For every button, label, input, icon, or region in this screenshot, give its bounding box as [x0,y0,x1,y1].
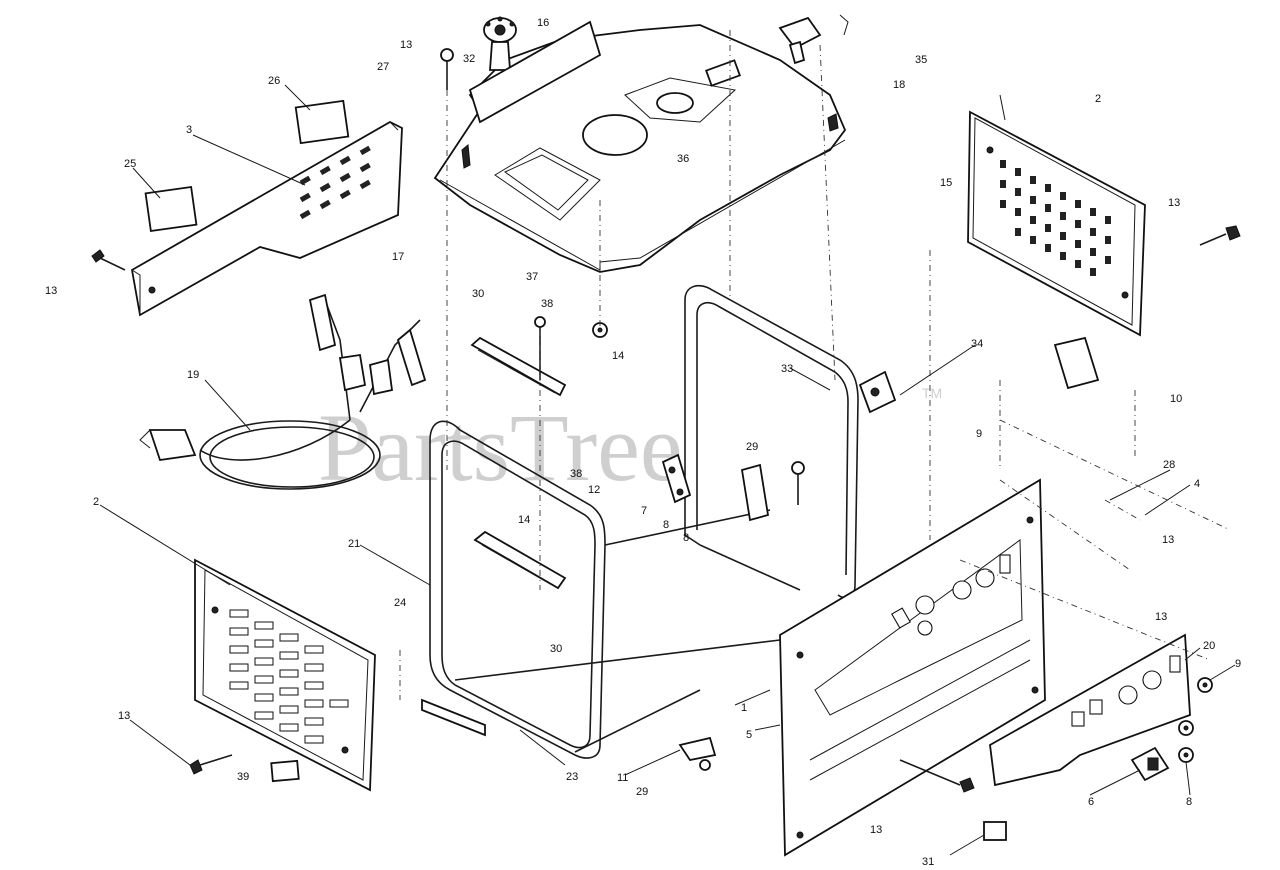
switch-6 [1130,746,1170,782]
terminal-block-7 [661,453,692,504]
watermark-text: PartsTree [318,394,682,501]
decal-31 [983,821,1007,841]
receptacle-10 [1053,336,1100,390]
callout-c6: 6 [1088,796,1094,808]
charging-cable [139,293,427,490]
callout-c28: 28 [1163,459,1175,471]
callout-c9a: 9 [976,428,982,440]
callout-c10: 10 [1170,393,1182,405]
callout-c5: 5 [746,729,752,741]
screw-27 [440,48,454,90]
callout-c16: 16 [537,17,549,29]
front-plate [989,633,1191,787]
callout-c19: 19 [187,369,199,381]
callout-c36: 36 [677,153,689,165]
callout-c37: 37 [526,271,538,283]
side-rail-left [131,120,403,317]
callout-c13b: 13 [45,285,57,297]
frame-left [421,420,781,759]
callout-c20: 20 [1203,640,1215,652]
control-panel [779,478,1046,857]
trademark-mark: TM [922,385,942,401]
alignment-lines [399,30,1231,700]
tank-decal [468,20,602,124]
breaker-33 [858,370,897,414]
callout-c23: 23 [566,771,578,783]
callout-c14b: 14 [518,514,530,526]
callout-c12: 12 [588,484,600,496]
screw-13-right [1199,225,1241,246]
callout-c27: 27 [377,61,389,73]
callout-c17: 17 [392,251,404,263]
handle-lower [473,530,567,590]
terminal-block-8 [740,463,770,522]
callout-c24: 24 [394,597,406,609]
callout-c13c: 13 [1168,197,1180,209]
callout-c11: 11 [617,772,628,784]
nuts-8-9 [1178,677,1213,763]
callout-c38b: 38 [570,468,582,480]
screw-29 [791,461,805,505]
callout-c15: 15 [940,177,952,189]
callout-c32: 32 [463,53,475,65]
callout-c31: 31 [922,856,934,868]
callout-c8b: 8 [683,532,689,544]
callout-c21: 21 [348,538,360,550]
callout-c30a: 30 [472,288,484,300]
fuel-cap [483,16,517,71]
callout-c34: 34 [971,338,983,350]
callout-c25: 25 [124,158,136,170]
frame-right [684,284,859,599]
decal-25 [144,185,198,233]
callout-c39: 39 [237,771,249,783]
callout-c13d: 13 [1162,534,1174,546]
callout-c18: 18 [893,79,905,91]
callout-c2b: 2 [93,496,99,508]
callout-c26: 26 [268,75,280,87]
callout-c29a: 29 [746,441,758,453]
callout-c13a: 13 [400,39,412,51]
fuel-gauge [778,14,849,65]
leader-lines [99,84,1236,856]
callout-labels: 13 27 32 16 35 18 26 3 25 13 36 2 15 13 … [45,17,1241,868]
screw-13-lower-left [189,754,233,775]
side-panel-left [194,558,376,792]
callout-c2a: 2 [1095,93,1101,105]
screw-13-left [91,249,126,271]
callout-c13e: 13 [1155,611,1167,623]
screw-13-lower [899,759,975,793]
callout-c33: 33 [781,363,793,375]
callout-c7: 7 [641,505,647,517]
callout-c4: 4 [1194,478,1200,490]
side-panel-right [967,110,1146,337]
callout-c1: 1 [741,702,747,714]
callout-c14a: 14 [612,350,624,362]
bracket-11 [678,736,717,771]
callout-c29b: 29 [636,786,648,798]
callout-c13g: 13 [870,824,882,836]
decal-39 [270,759,300,783]
callout-c9b: 9 [1235,658,1241,670]
callout-c38a: 38 [541,298,553,310]
callout-c8c: 8 [1186,796,1192,808]
callout-c35: 35 [915,54,927,66]
callout-c13f: 13 [118,710,130,722]
handle-upper [470,336,567,397]
callout-c30b: 30 [550,643,562,655]
callout-c3: 3 [186,124,192,136]
decal-26 [294,99,350,145]
callout-c8a: 8 [663,519,669,531]
